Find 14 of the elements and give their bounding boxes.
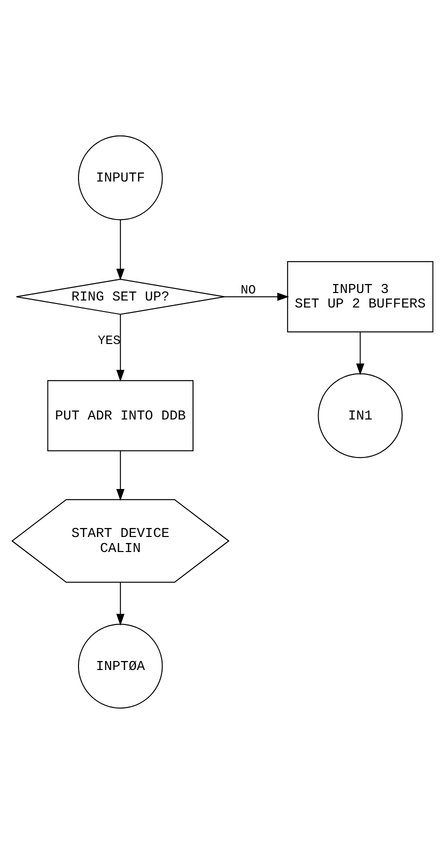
arrow <box>116 220 124 280</box>
node-box: INPUT 3 SET UP 2 BUFFERS <box>287 261 434 332</box>
node-circle: INPUTF <box>78 135 163 220</box>
arrow <box>224 292 290 301</box>
node-circle: INPTØA <box>78 624 163 709</box>
node-circle: IN1 <box>318 373 403 458</box>
arrow <box>116 450 124 501</box>
node-diamond: RING SET UP? <box>16 278 225 315</box>
arrow <box>116 582 124 626</box>
edge-label: NO <box>240 282 256 298</box>
arrow <box>356 331 364 376</box>
edge-label: YES <box>98 332 121 348</box>
arrow <box>116 314 124 382</box>
node-box: PUT ADR INTO DDB <box>47 380 194 452</box>
